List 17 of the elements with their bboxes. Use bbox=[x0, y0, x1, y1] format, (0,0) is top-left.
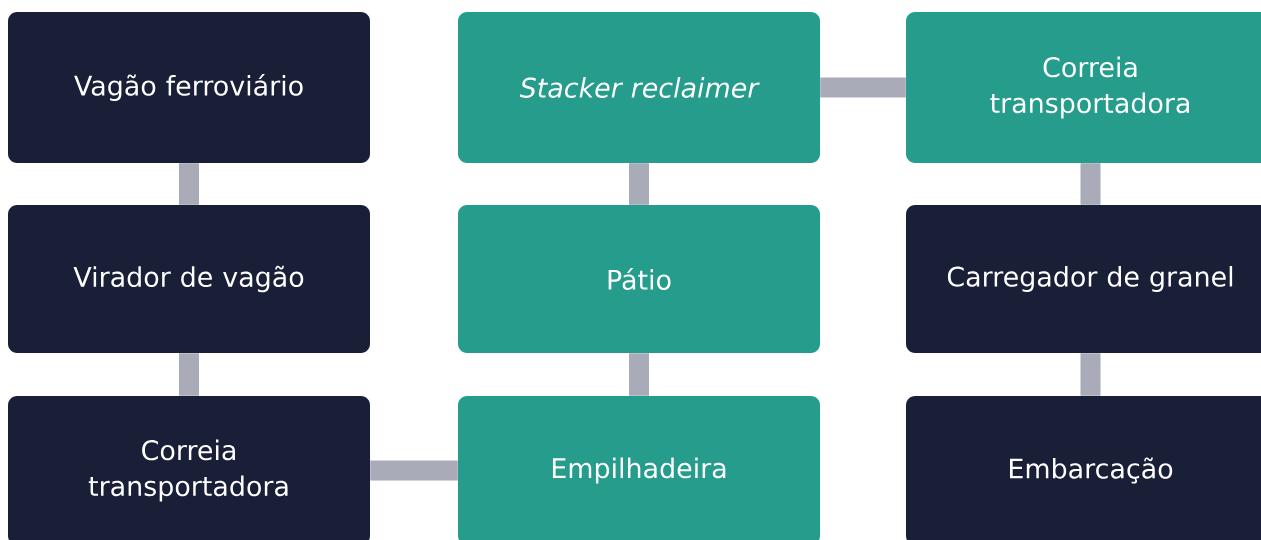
process-box: Pátio bbox=[458, 205, 820, 353]
process-box: Vagão ferroviário bbox=[8, 12, 370, 163]
process-box: Virador de vagão bbox=[8, 205, 370, 353]
connector-bar bbox=[629, 353, 649, 396]
process-box: Stacker reclaimer bbox=[458, 12, 820, 163]
connector-bar bbox=[179, 163, 199, 205]
process-box: Embarcação bbox=[906, 396, 1261, 540]
connector-bar bbox=[179, 353, 199, 396]
connector-bar bbox=[629, 163, 649, 205]
process-box: Carregador de granel bbox=[906, 205, 1261, 353]
process-box: Correia transportadora bbox=[906, 12, 1261, 163]
connector-bar bbox=[370, 460, 458, 481]
process-box: Empilhadeira bbox=[458, 396, 820, 540]
connector-bar bbox=[1080, 353, 1101, 396]
process-box: Correia transportadora bbox=[8, 396, 370, 540]
connector-bar bbox=[820, 77, 906, 98]
connector-bar bbox=[1080, 163, 1101, 205]
